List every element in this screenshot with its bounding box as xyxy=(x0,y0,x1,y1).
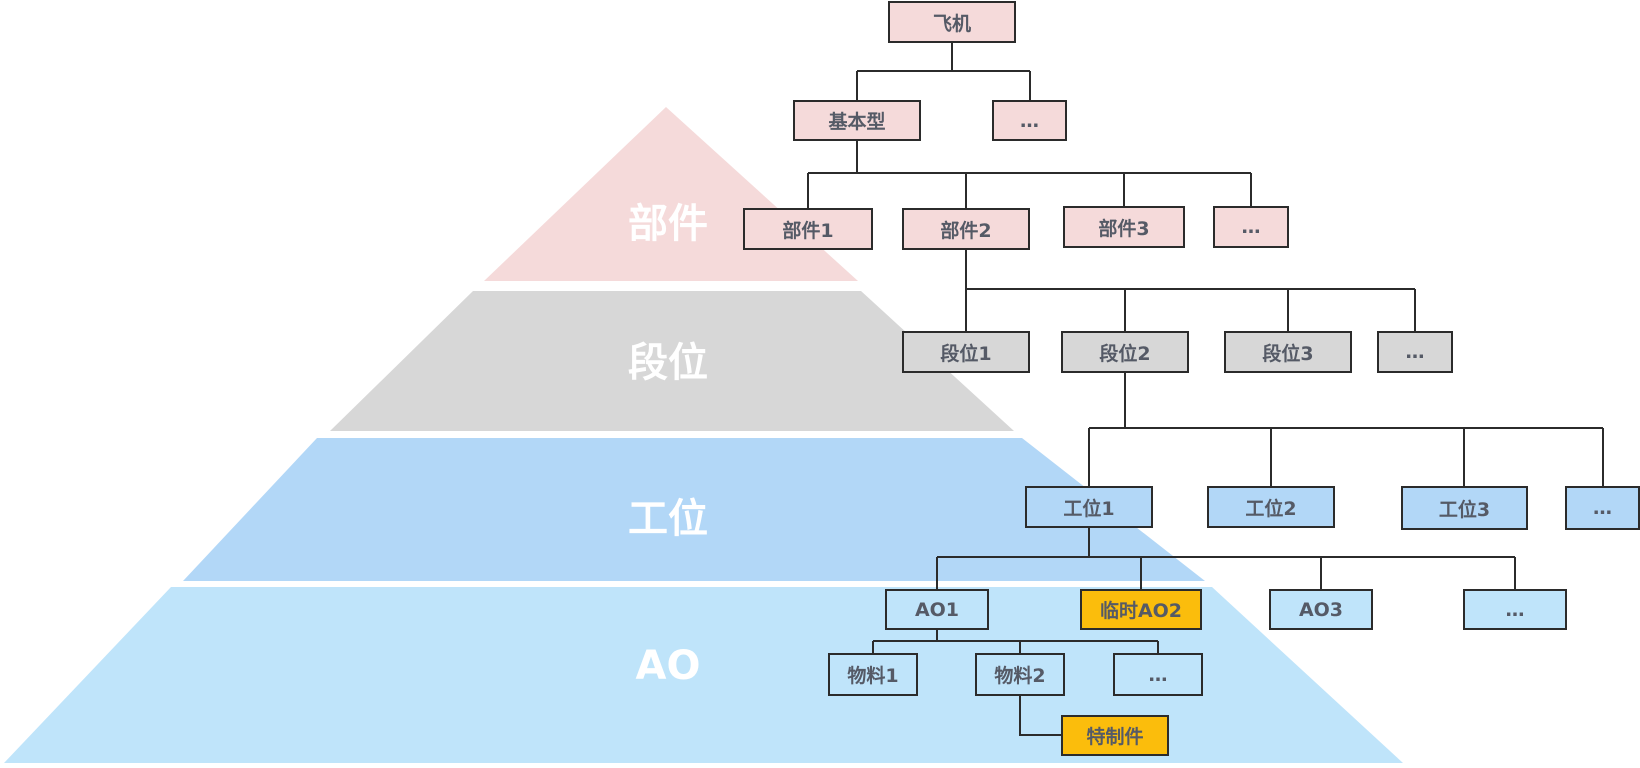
node-model-more: … xyxy=(992,100,1067,141)
pyramid-level-segment xyxy=(330,291,1014,431)
node-station-3: 工位3 xyxy=(1401,486,1528,530)
node-part-more: … xyxy=(1213,206,1289,248)
node-station-2: 工位2 xyxy=(1207,486,1335,528)
node-station-1: 工位1 xyxy=(1025,486,1153,528)
node-temp-ao-2: 临时AO2 xyxy=(1080,589,1202,630)
node-material-1: 物料1 xyxy=(828,653,918,696)
node-segment-2: 段位2 xyxy=(1061,331,1189,373)
level-label-station: 工位 xyxy=(628,496,708,542)
node-segment-more: … xyxy=(1377,331,1453,373)
node-segment-3: 段位3 xyxy=(1224,331,1352,373)
connector-lines xyxy=(807,42,1604,736)
node-station-more: … xyxy=(1565,486,1640,530)
node-material-more: … xyxy=(1113,653,1203,696)
pyramid-level-ao xyxy=(4,587,1403,763)
node-segment-1: 段位1 xyxy=(902,331,1030,373)
pyramid-level-station xyxy=(183,438,1205,581)
node-basic-model: 基本型 xyxy=(793,100,921,141)
node-ao-1: AO1 xyxy=(885,589,989,630)
node-part-3: 部件3 xyxy=(1063,206,1185,248)
node-part-1: 部件1 xyxy=(743,208,873,250)
node-special-part: 特制件 xyxy=(1061,715,1169,756)
node-aircraft: 飞机 xyxy=(888,1,1016,43)
level-label-part: 部件 xyxy=(628,201,708,247)
node-ao-more: … xyxy=(1463,589,1567,630)
level-label-ao: AO xyxy=(635,643,701,689)
level-label-segment: 段位 xyxy=(628,340,708,386)
node-material-2: 物料2 xyxy=(975,653,1065,696)
node-ao-3: AO3 xyxy=(1269,589,1373,630)
node-part-2: 部件2 xyxy=(902,208,1030,250)
